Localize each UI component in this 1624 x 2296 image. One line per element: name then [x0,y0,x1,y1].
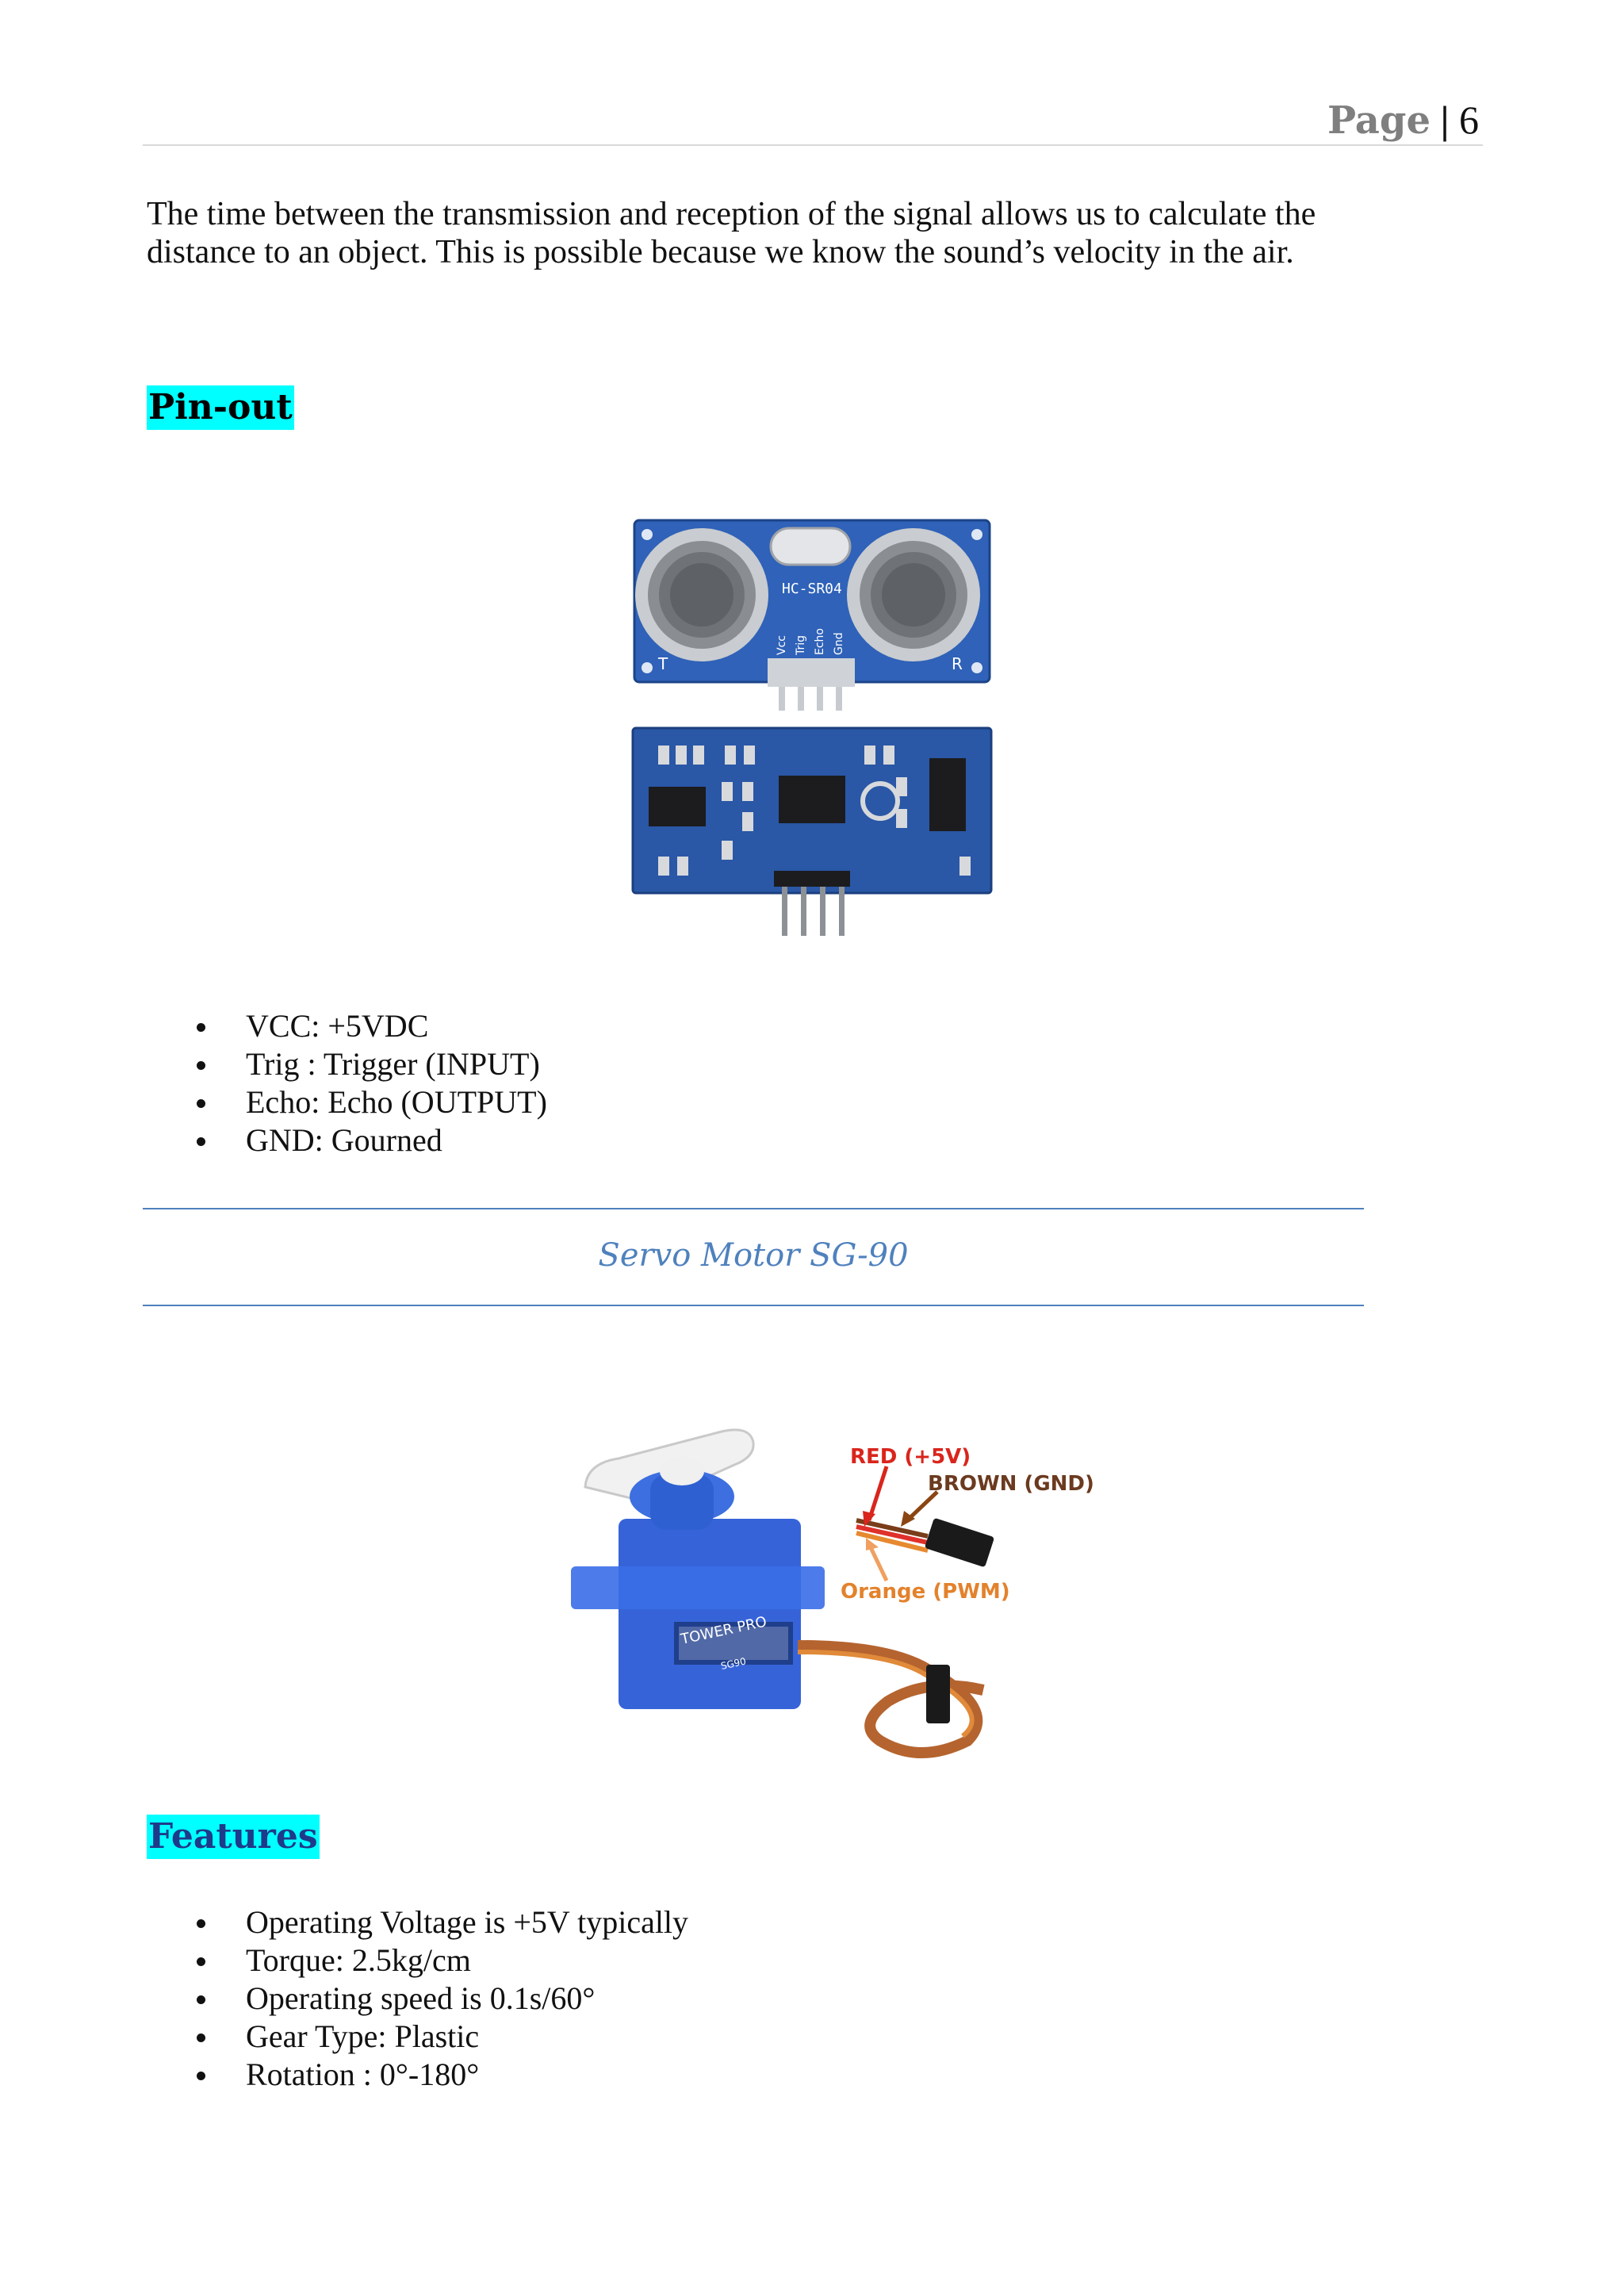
svg-text:T: T [657,654,668,673]
bullet-icon [197,1099,205,1108]
red-wire-label: RED (+5V) [850,1445,971,1469]
features-heading: Features [147,1815,320,1859]
intro-line-1: The time between the transmission and re… [147,196,1316,232]
servo-model-text: SG90 [720,1656,747,1672]
list-item-text: Gear Type: Plastic [246,2018,480,2054]
bullet-icon [197,1061,205,1070]
bullet-icon [197,1023,205,1032]
list-item-text: Trig : Trigger (INPUT) [246,1046,540,1082]
list-item-text: Rotation : 0°-180° [246,2056,480,2092]
list-item: Echo: Echo (OUTPUT) [197,1083,547,1121]
svg-text:HC-SR04: HC-SR04 [782,581,842,597]
list-item-text: Echo: Echo (OUTPUT) [246,1084,547,1120]
list-item-text: Operating Voltage is +5V typically [246,1904,689,1940]
svg-text:Gnd: Gnd [833,632,845,655]
orange-wire-label: Orange (PWM) [841,1580,1010,1604]
page-separator: | [1440,98,1450,142]
bullet-icon [197,1957,205,1966]
features-list: Operating Voltage is +5V typically Torqu… [197,1903,688,2094]
svg-text:R: R [952,654,963,673]
intro-paragraph: The time between the transmission and re… [147,195,1495,271]
bullet-icon [197,1919,205,1928]
intro-line-2: distance to an object. This is possible … [147,234,1294,270]
list-item-text: Torque: 2.5kg/cm [246,1942,471,1978]
list-item-text: VCC: +5VDC [246,1008,429,1044]
brown-wire-label: BROWN (GND) [928,1472,1094,1496]
pinout-list: VCC: +5VDC Trig : Trigger (INPUT) Echo: … [197,1007,547,1159]
list-item: Gear Type: Plastic [197,2018,688,2056]
bullet-icon [197,1995,205,2004]
svg-text:Echo: Echo [814,628,826,655]
bullet-icon [197,2072,205,2080]
servo-section-title: Servo Motor SG-90 [598,1237,909,1274]
list-item: Torque: 2.5kg/cm [197,1941,688,1980]
bullet-icon [197,1137,205,1146]
servo-motor-image: TOWER PRO SG90 RED (+5V) BROWN (GND) Ora… [555,1408,1110,1773]
list-item: Operating speed is 0.1s/60° [197,1980,688,2018]
list-item-text: Operating speed is 0.1s/60° [246,1980,596,2016]
svg-text:Vcc: Vcc [776,635,788,655]
list-item: Rotation : 0°-180° [197,2056,688,2094]
list-item: GND: Gourned [197,1121,547,1159]
svg-text:Trig: Trig [795,635,807,656]
ultrasonic-sensor-image: HC-SR04 T R Vcc Trig Echo Gnd [626,508,999,952]
header-divider [143,144,1483,146]
list-item: VCC: +5VDC [197,1007,547,1045]
title-band-top-rule [143,1208,1364,1209]
page-number-header: Page | 6 [1189,94,1479,147]
title-band-bottom-rule [143,1305,1364,1306]
list-item: Operating Voltage is +5V typically [197,1903,688,1941]
bullet-icon [197,2033,205,2042]
pinout-heading: Pin-out [147,385,294,430]
list-item: Trig : Trigger (INPUT) [197,1045,547,1083]
page-number: 6 [1459,98,1479,142]
page-word: Page [1327,98,1431,143]
list-item-text: GND: Gourned [246,1122,442,1158]
